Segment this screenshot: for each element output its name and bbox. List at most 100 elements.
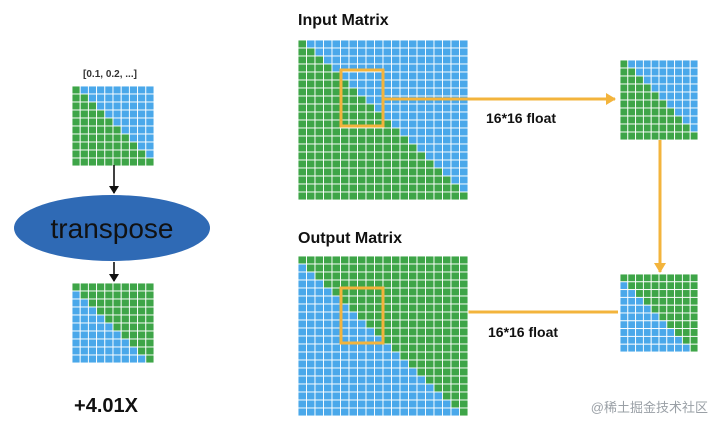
matrix-cell bbox=[348, 375, 358, 385]
matrix-cell bbox=[297, 159, 307, 169]
matrix-cell bbox=[314, 143, 324, 153]
matrix-cell bbox=[104, 298, 114, 308]
matrix-cell bbox=[433, 279, 443, 289]
matrix-cell bbox=[635, 281, 644, 291]
matrix-cell bbox=[408, 271, 418, 281]
matrix-cell bbox=[382, 271, 392, 281]
matrix-cell bbox=[340, 407, 350, 417]
matrix-cell bbox=[416, 359, 426, 369]
matrix-cell bbox=[425, 407, 435, 417]
matrix-cell bbox=[96, 314, 106, 324]
matrix-cell bbox=[128, 314, 139, 324]
matrix-cell bbox=[658, 296, 668, 306]
matrix-cell bbox=[340, 271, 350, 281]
matrix-cell bbox=[674, 115, 683, 125]
matrix-cell bbox=[365, 95, 375, 105]
matrix-cell bbox=[666, 343, 676, 353]
matrix-cell bbox=[425, 343, 435, 353]
matrix-cell bbox=[442, 351, 452, 361]
matrix-cell bbox=[331, 191, 341, 201]
matrix-cell bbox=[391, 175, 401, 185]
matrix-cell bbox=[399, 79, 409, 89]
matrix-cell bbox=[297, 311, 307, 321]
matrix-cell bbox=[416, 175, 426, 185]
matrix-cell bbox=[87, 298, 98, 308]
matrix-cell bbox=[382, 183, 392, 193]
matrix-cell bbox=[112, 101, 122, 111]
matrix-cell bbox=[331, 159, 341, 169]
matrix-cell bbox=[399, 103, 409, 113]
matrix-cell bbox=[408, 103, 418, 113]
matrix-cell bbox=[112, 282, 122, 292]
matrix-cell bbox=[145, 101, 155, 111]
matrix-cell bbox=[416, 263, 426, 273]
matrix-cell bbox=[459, 111, 469, 121]
matrix-cell bbox=[357, 311, 367, 321]
matrix-cell bbox=[297, 119, 307, 129]
matrix-cell bbox=[433, 255, 443, 265]
matrix-cell bbox=[391, 335, 401, 345]
matrix-cell bbox=[297, 55, 307, 65]
matrix-cell bbox=[331, 295, 341, 305]
matrix-cell bbox=[314, 399, 324, 409]
matrix-cell bbox=[323, 279, 333, 289]
matrix-cell bbox=[635, 320, 644, 330]
matrix-cell bbox=[96, 101, 106, 111]
matrix-cell bbox=[433, 335, 443, 345]
matrix-cell bbox=[442, 399, 452, 409]
matrix-cell bbox=[340, 263, 350, 273]
matrix-cell bbox=[314, 367, 324, 377]
matrix-cell bbox=[79, 314, 89, 324]
matrix-cell bbox=[137, 101, 147, 111]
matrix-cell bbox=[408, 63, 418, 73]
matrix-cell bbox=[87, 157, 98, 167]
matrix-cell bbox=[459, 151, 469, 161]
matrix-cell bbox=[459, 175, 469, 185]
matrix-cell bbox=[433, 119, 443, 129]
matrix-cell bbox=[323, 127, 333, 137]
matrix-cell bbox=[408, 407, 418, 417]
matrix-cell bbox=[459, 263, 469, 273]
matrix-cell bbox=[357, 399, 367, 409]
matrix-cell bbox=[145, 298, 155, 308]
matrix-cell bbox=[112, 109, 122, 119]
matrix-cell bbox=[357, 71, 367, 81]
matrix-cell bbox=[399, 175, 409, 185]
matrix-cell bbox=[340, 191, 350, 201]
matrix-cell bbox=[112, 125, 122, 135]
matrix-cell bbox=[314, 351, 324, 361]
matrix-cell bbox=[425, 255, 435, 265]
matrix-cell bbox=[658, 75, 668, 85]
matrix-cell bbox=[365, 255, 375, 265]
matrix-cell bbox=[71, 298, 81, 308]
matrix-cell bbox=[674, 304, 683, 314]
matrix-cell bbox=[340, 135, 350, 145]
matrix-cell bbox=[619, 343, 629, 353]
matrix-cell bbox=[340, 47, 350, 57]
matrix-cell bbox=[323, 375, 333, 385]
matrix-cell bbox=[87, 141, 98, 151]
matrix-cell bbox=[323, 39, 333, 49]
matrix-cell bbox=[416, 319, 426, 329]
matrix-cell bbox=[104, 306, 114, 316]
matrix-cell bbox=[104, 149, 114, 159]
matrix-cell bbox=[425, 303, 435, 313]
matrix-cell bbox=[357, 255, 367, 265]
matrix-cell bbox=[674, 83, 683, 93]
matrix-cell bbox=[459, 183, 469, 193]
matrix-cell bbox=[689, 335, 699, 345]
matrix-cell bbox=[442, 311, 452, 321]
matrix-cell bbox=[331, 263, 341, 273]
matrix-cell bbox=[374, 383, 384, 393]
matrix-cell bbox=[87, 133, 98, 143]
matrix-cell bbox=[357, 319, 367, 329]
matrix-cell bbox=[306, 39, 316, 49]
matrix-cell bbox=[323, 79, 333, 89]
matrix-cell bbox=[681, 296, 691, 306]
matrix-cell bbox=[433, 327, 443, 337]
matrix-cell bbox=[340, 343, 350, 353]
matrix-cell bbox=[650, 131, 660, 141]
matrix-cell bbox=[331, 183, 341, 193]
matrix-cell bbox=[145, 157, 155, 167]
matrix-cell bbox=[365, 359, 375, 369]
